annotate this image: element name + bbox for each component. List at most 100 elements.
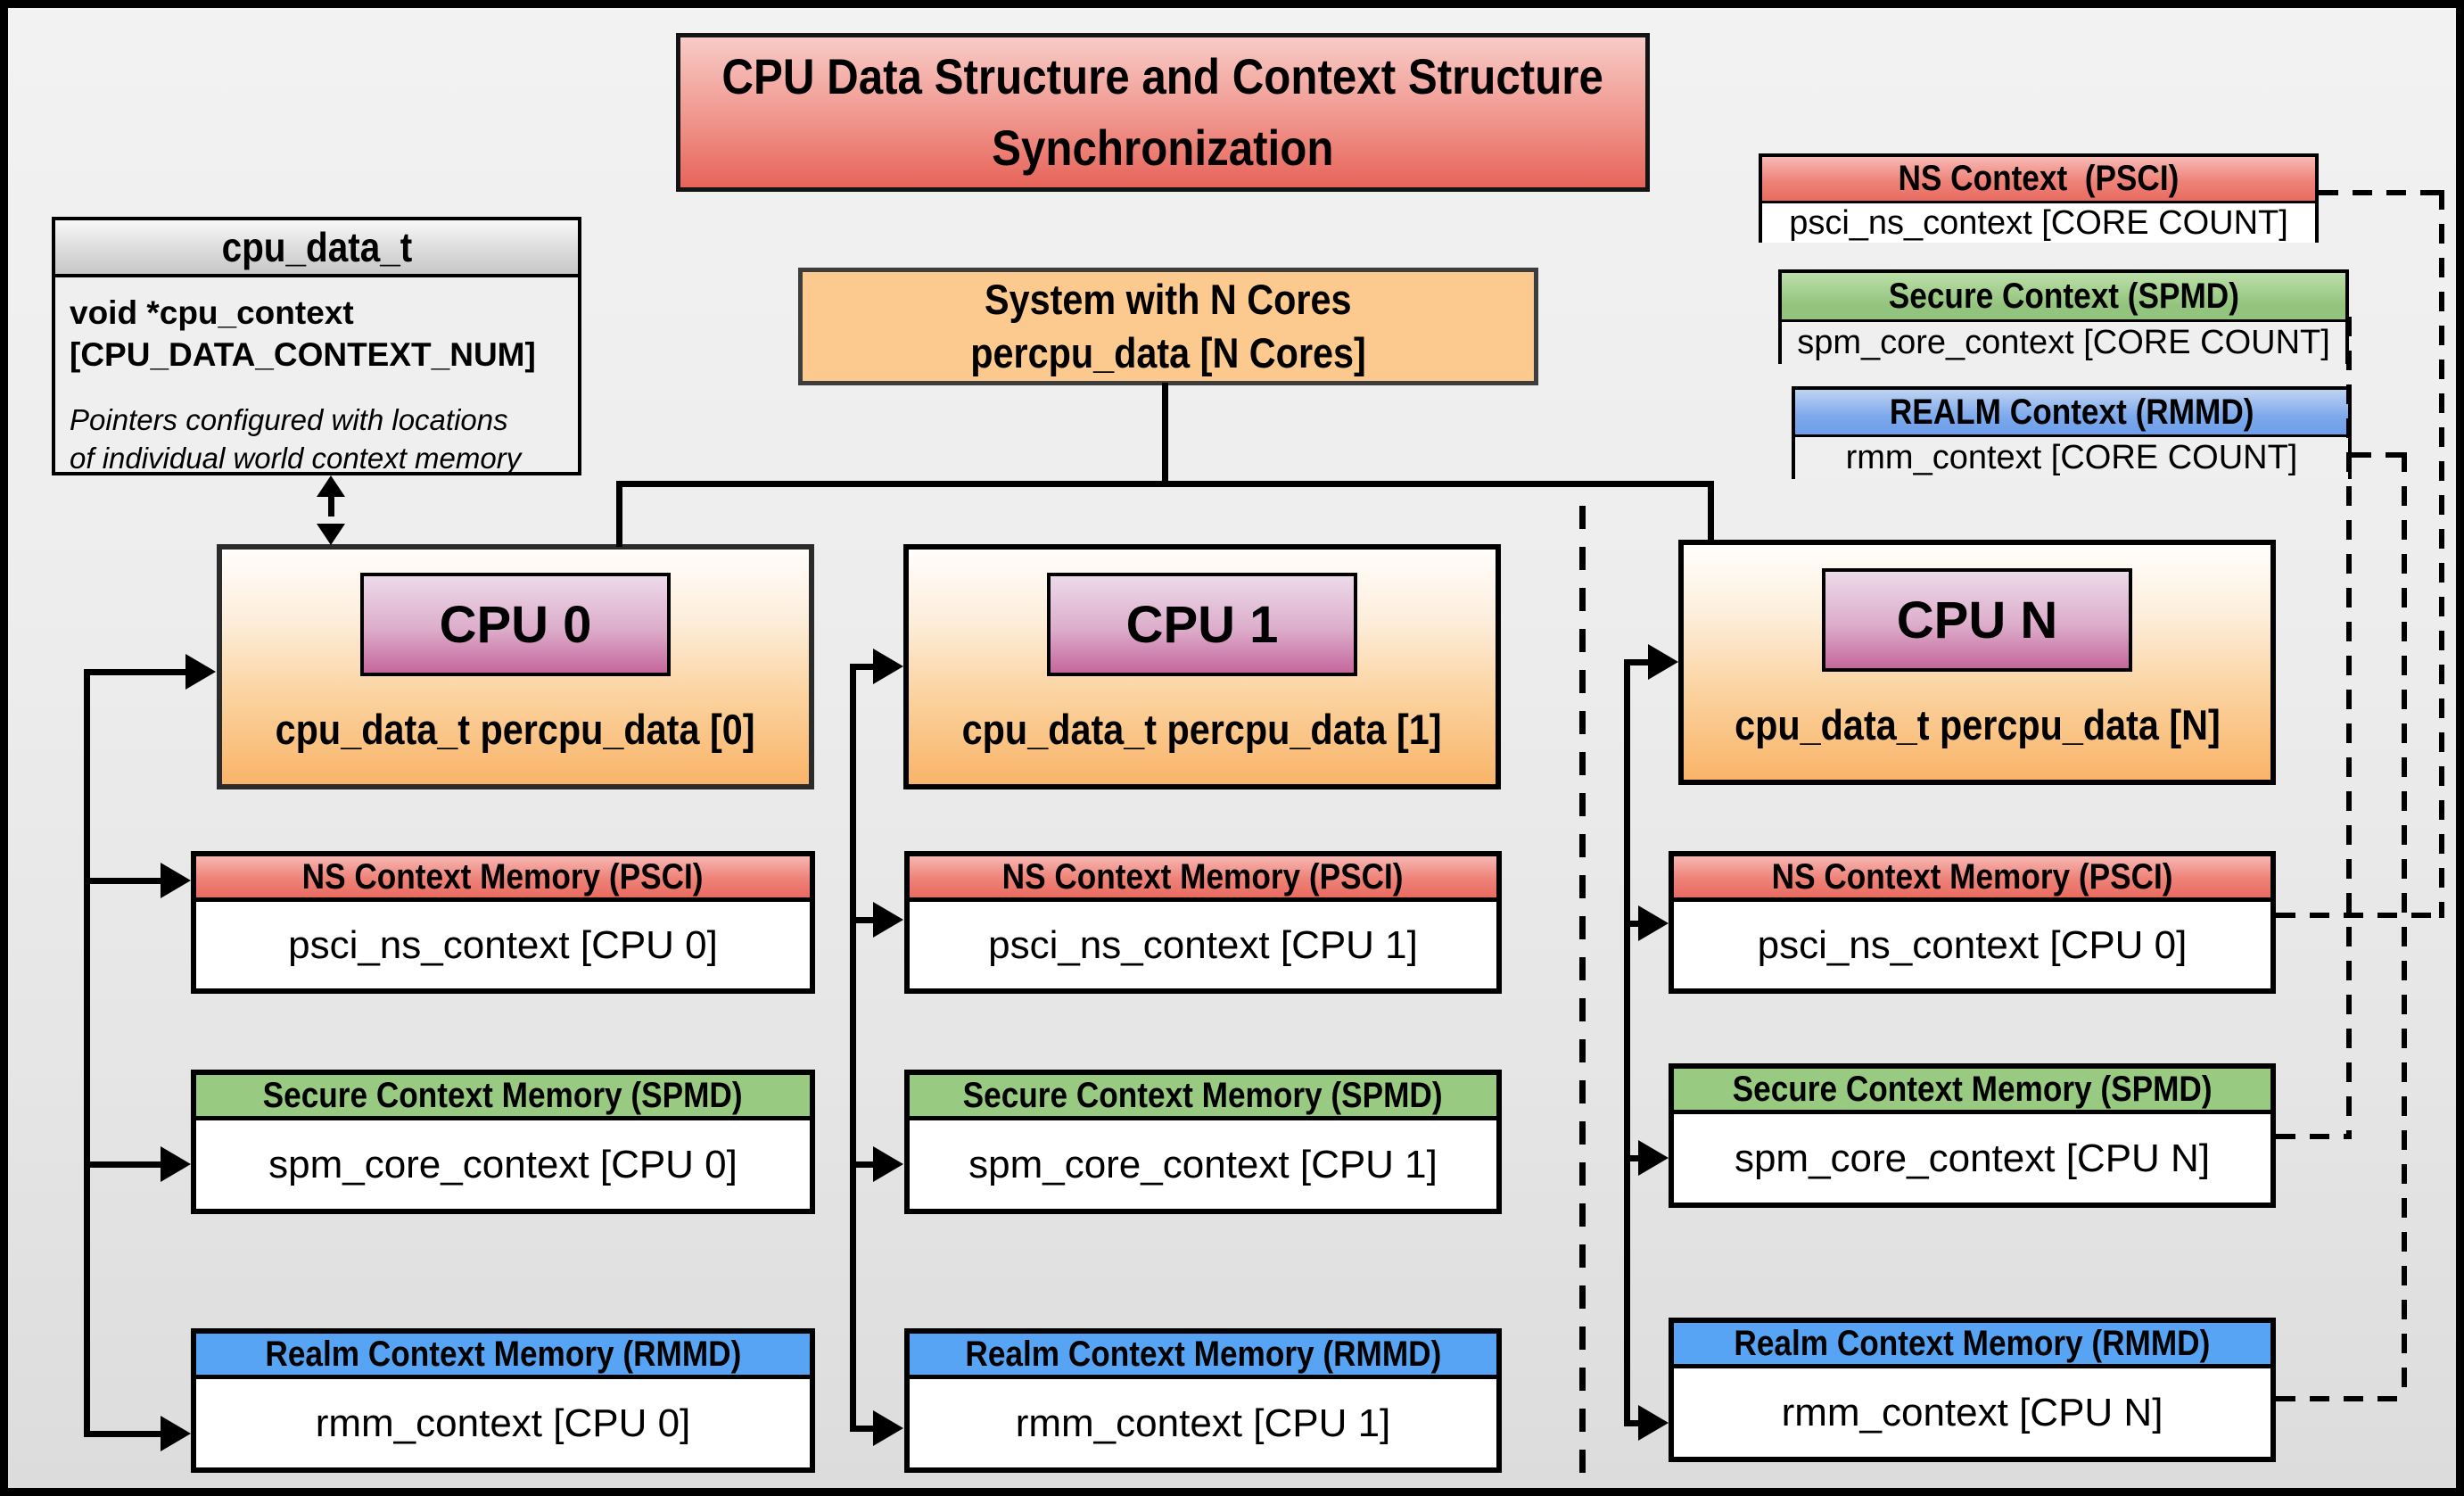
cpun-secure-context-header-label: Secure Context Memory (SPMD) [1732,1069,2213,1109]
cpu1-realm-branch-line [850,1426,875,1432]
cpu-data-struct-box: cpu_data_t void *cpu_context [CPU_DATA_C… [52,217,581,475]
arrow-right-icon [1638,1140,1669,1176]
cpu1-pointer-rail-line [850,664,856,1431]
struct-note-line-1: Pointers configured with locations [70,403,508,436]
legend-ns-body: psci_ns_context [CORE COUNT] [1762,203,2315,243]
legend-ns-dashed-vertical [2439,190,2444,918]
cpu0-label: CPU 0 [439,595,592,654]
cpu0-secure-context-body: spm_core_context [CPU 0] [196,1120,810,1210]
struct-note-line-2: of individual world context memory [70,442,522,475]
title-box: CPU Data Structure and Context Structure… [676,33,1650,192]
cpu1-realm-context-body-label: rmm_context [CPU 1] [1015,1401,1391,1445]
cpu0-branch-line [84,669,187,675]
cpu-data-struct-body: void *cpu_context [CPU_DATA_CONTEXT_NUM]… [55,277,578,477]
cpun-ns-context-header-label: NS Context Memory (PSCI) [1771,856,2173,897]
cpu1-realm-context-header: Realm Context Memory (RMMD) [910,1334,1496,1379]
cpun-ns-branch-line [1624,921,1640,927]
cpun-realm-dashed-line [2276,1396,2407,1401]
legend-realm-body: rmm_context [CORE COUNT] [1795,437,2348,479]
arrow-right-icon [873,902,903,938]
cpun-realm-context-body: rmm_context [CPU N] [1674,1368,2270,1458]
cpu1-ns-context-body-label: psci_ns_context [CPU 1] [988,923,1418,967]
cpun-secure-context-body-label: spm_core_context [CPU N] [1734,1136,2211,1180]
legend-secure-body-label: spm_core_context [CORE COUNT] [1797,324,2330,361]
arrow-up-icon [317,475,345,497]
cpun-box: CPU N cpu_data_t percpu_data [N] [1678,540,2276,785]
cpun-ns-context-body: psci_ns_context [CPU 0] [1674,902,2270,989]
cpu0-realm-context-body: rmm_context [CPU 0] [196,1379,810,1468]
cpu0-secure-branch-line [84,1161,161,1168]
cpun-ns-dashed-line [2276,913,2444,918]
cpun-secure-context-box: Secure Context Memory (SPMD) spm_core_co… [1669,1063,2276,1208]
arrow-down-icon [317,524,345,545]
cpu0-secure-context-box: Secure Context Memory (SPMD) spm_core_co… [191,1070,815,1214]
cpu1-realm-context-box: Realm Context Memory (RMMD) rmm_context … [904,1328,1502,1473]
column-separator-dashed-line [1579,506,1586,1488]
title-line-1: CPU Data Structure and Context Structure [721,48,1604,104]
legend-realm-context-box: REALM Context (RMMD) rmm_context [CORE C… [1792,386,2352,479]
legend-secure-dashed-vertical [2346,317,2352,1139]
cpu1-caption: cpu_data_t percpu_data [1] [909,705,1496,754]
cpu0-realm-context-box: Realm Context Memory (RMMD) rmm_context … [191,1328,815,1473]
title-line-2: Synchronization [992,120,1334,176]
cpu1-branch-line [850,664,875,670]
cpu1-secure-context-header-label: Secure Context Memory (SPMD) [963,1075,1443,1115]
struct-to-cpu0-dashed-line [328,493,334,527]
cpun-secure-dashed-line [2276,1134,2352,1139]
legend-ns-header: NS Context (PSCI) [1762,157,2315,203]
arrow-right-icon [873,1146,903,1182]
connector-drop-cpun-line [1708,481,1714,542]
cpu1-label-box: CPU 1 [1047,573,1357,676]
cpun-realm-context-header-label: Realm Context Memory (RMMD) [1734,1323,2211,1363]
struct-field-line-2: [CPU_DATA_CONTEXT_NUM] [70,336,536,373]
legend-ns-dashed-line [2319,190,2444,195]
legend-realm-header-label: REALM Context (RMMD) [1889,392,2254,432]
cpu0-pointer-rail-line [84,669,90,1437]
legend-ns-header-label: NS Context (PSCI) [1898,159,2180,198]
cpu-data-struct-title: cpu_data_t [221,224,412,270]
cpu1-secure-context-body-label: spm_core_context [CPU 1] [968,1143,1438,1186]
cpu1-secure-context-box: Secure Context Memory (SPMD) spm_core_co… [904,1070,1502,1214]
legend-secure-header: Secure Context (SPMD) [1782,273,2345,322]
cpu-data-struct-header: cpu_data_t [55,220,578,277]
legend-secure-header-label: Secure Context (SPMD) [1888,276,2239,316]
cpu0-ns-context-box: NS Context Memory (PSCI) psci_ns_context… [191,851,815,994]
legend-realm-dashed-line [2352,452,2407,458]
cpu0-realm-context-body-label: rmm_context [CPU 0] [315,1401,691,1445]
cpu1-ns-branch-line [850,917,875,923]
system-line-1: System with N Cores [985,276,1352,323]
cpu1-realm-context-body: rmm_context [CPU 1] [910,1379,1496,1468]
cpun-realm-branch-line [1624,1420,1640,1426]
cpu0-realm-context-header-label: Realm Context Memory (RMMD) [265,1334,741,1374]
cpu1-secure-context-header: Secure Context Memory (SPMD) [910,1075,1496,1120]
cpun-ns-context-body-label: psci_ns_context [CPU 0] [1757,923,2188,967]
cpu1-ns-context-header-label: NS Context Memory (PSCI) [1002,856,1404,897]
cpun-label-box: CPU N [1822,568,2132,672]
cpu1-secure-branch-line [850,1161,875,1168]
cpu0-ns-context-header-label: NS Context Memory (PSCI) [302,856,704,897]
horizontal-connector-line [616,481,1714,487]
legend-secure-body: spm_core_context [CORE COUNT] [1782,322,2345,364]
cpu0-realm-branch-line [84,1431,161,1437]
cpu1-ns-context-box: NS Context Memory (PSCI) psci_ns_context… [904,851,1502,994]
arrow-right-icon [1638,905,1669,941]
legend-ns-context-box: NS Context (PSCI) psci_ns_context [CORE … [1759,153,2319,243]
cpu0-ns-context-body-label: psci_ns_context [CPU 0] [288,923,718,967]
cpu1-box: CPU 1 cpu_data_t percpu_data [1] [903,544,1501,789]
spacer [70,376,564,401]
cpun-pointer-rail-line [1624,659,1630,1426]
cpu0-ns-context-header: NS Context Memory (PSCI) [196,856,810,902]
cpun-branch-line [1624,659,1649,665]
arrow-right-icon [161,1146,191,1182]
cpu0-label-box: CPU 0 [360,573,671,676]
cpun-secure-branch-line [1624,1155,1640,1161]
cpu0-box: CPU 0 cpu_data_t percpu_data [0] [217,544,814,789]
arrow-right-icon [161,1416,191,1451]
legend-ns-body-label: psci_ns_context [CORE COUNT] [1789,203,2288,242]
cpu0-secure-context-header: Secure Context Memory (SPMD) [196,1075,810,1120]
cpun-realm-context-body-label: rmm_context [CPU N] [1781,1391,2163,1434]
cpun-secure-context-header: Secure Context Memory (SPMD) [1674,1069,2270,1114]
cpu1-label: CPU 1 [1125,595,1279,654]
cpu1-caption-label: cpu_data_t percpu_data [1] [962,706,1442,753]
